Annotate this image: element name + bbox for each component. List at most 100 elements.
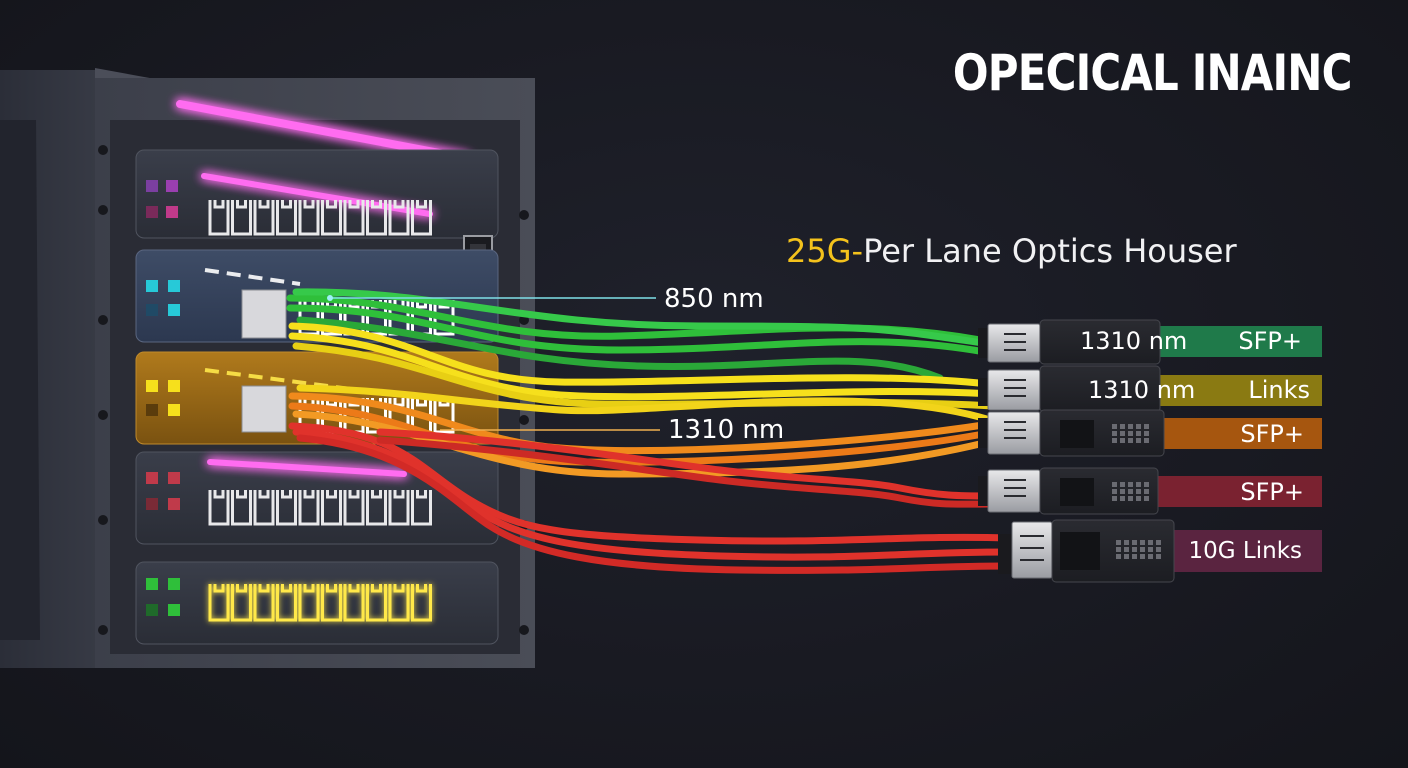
vent-dot (1132, 540, 1137, 545)
sfp-module-5 (998, 519, 1175, 583)
port-outline (411, 490, 432, 526)
diagram-title: OPECICAL INAINC (953, 44, 1352, 102)
subtitle-highlight: 25G- (786, 232, 864, 270)
vent-dot (1112, 438, 1117, 443)
module-label-bands (1150, 326, 1322, 572)
vent-dot (1148, 540, 1153, 545)
module-4-tag: SFP+ (1240, 478, 1304, 506)
vent-dot (1112, 482, 1117, 487)
vent-dot (1144, 489, 1149, 494)
sfp-module-1 (978, 319, 1161, 365)
vent-dot (1140, 547, 1145, 552)
module-2-tag: Links (1248, 376, 1310, 404)
port-outline (231, 200, 252, 236)
cable-red-5 (376, 436, 994, 508)
vent-dot (1132, 554, 1137, 559)
port-outline (366, 490, 387, 526)
vent-dot (1136, 424, 1141, 429)
vent-dot (1112, 424, 1117, 429)
vent-dot (1132, 547, 1137, 552)
cable-yellow-4 (296, 384, 994, 424)
vent-dot (1148, 554, 1153, 559)
port-outline (298, 584, 320, 622)
port-outline (298, 200, 320, 236)
vent-dot (1112, 431, 1117, 436)
vent-dot (1128, 482, 1133, 487)
port-outline (388, 490, 410, 526)
vent-dot (1144, 431, 1149, 436)
port-outline (321, 584, 342, 622)
vent-dot (1136, 489, 1141, 494)
vent-dot (1148, 547, 1153, 552)
vent-dot (1140, 540, 1145, 545)
switch-unit-4 (135, 451, 499, 545)
vent-dot (1144, 424, 1149, 429)
port-outline (343, 490, 365, 526)
vent-dot (1156, 554, 1161, 559)
port-outline (411, 200, 432, 236)
vent-dot (1144, 438, 1149, 443)
port-outline (231, 584, 252, 622)
port-outline (321, 200, 342, 236)
module-2-wavelength: 1310 nm (1088, 376, 1196, 404)
vent-dot (1140, 554, 1145, 559)
vent-dot (1136, 496, 1141, 501)
vent-dot (1124, 540, 1129, 545)
callout-850nm: 850 nm (664, 284, 764, 314)
cable-green-4 (296, 316, 944, 382)
vent-dot (1120, 496, 1125, 501)
vent-dot (1128, 424, 1133, 429)
port-outline (366, 200, 387, 236)
vent-dot (1112, 496, 1117, 501)
port-outline (366, 584, 387, 622)
module-1-wavelength: 1310 nm (1080, 327, 1188, 355)
vent-dot (1124, 547, 1129, 552)
vent-dot (1116, 554, 1121, 559)
vent-dot (1116, 540, 1121, 545)
sfp-module-4 (978, 467, 1159, 515)
port-outline (321, 490, 342, 526)
vent-dot (1120, 424, 1125, 429)
cable-red-3 (296, 434, 1014, 574)
band-4 (1150, 476, 1322, 507)
vent-dot (1128, 489, 1133, 494)
vent-dot (1116, 547, 1121, 552)
vent-dot (1124, 554, 1129, 559)
port-outline (343, 200, 365, 236)
cable-red-4 (376, 428, 994, 500)
port-outline (276, 584, 297, 622)
port-outline (253, 490, 275, 526)
diagram-subtitle: 25G-Per Lane Optics Houser (786, 232, 1237, 270)
vent-dot (1156, 540, 1161, 545)
cable-red-1 (288, 422, 1014, 545)
port-outline (253, 584, 275, 622)
band-3 (1150, 418, 1322, 449)
vent-dot (1136, 431, 1141, 436)
port-outline (276, 200, 297, 236)
port-outline (208, 490, 230, 526)
switch-unit-5 (135, 561, 499, 645)
sfp-module-2 (978, 365, 1161, 413)
vent-dot (1136, 482, 1141, 487)
vent-dot (1144, 482, 1149, 487)
vent-dot (1156, 547, 1161, 552)
port-outline (298, 490, 320, 526)
port-outline (411, 584, 432, 622)
vent-dot (1112, 489, 1117, 494)
band-5 (1150, 530, 1322, 572)
cable-yellow-2 (288, 332, 996, 401)
vent-dot (1128, 438, 1133, 443)
vent-dot (1128, 496, 1133, 501)
vent-dot (1120, 438, 1125, 443)
port-outline (208, 584, 230, 622)
port-outline (343, 584, 365, 622)
sfp-module-3 (978, 409, 1165, 457)
port-outline (276, 490, 297, 526)
port-outline (231, 490, 252, 526)
cable-red-2 (292, 428, 1014, 561)
subtitle-rest: Per Lane Optics Houser (863, 232, 1237, 270)
module-3-tag: SFP+ (1240, 420, 1304, 448)
callout-1310nm: 1310 nm (668, 415, 785, 445)
port-outline (388, 584, 410, 622)
